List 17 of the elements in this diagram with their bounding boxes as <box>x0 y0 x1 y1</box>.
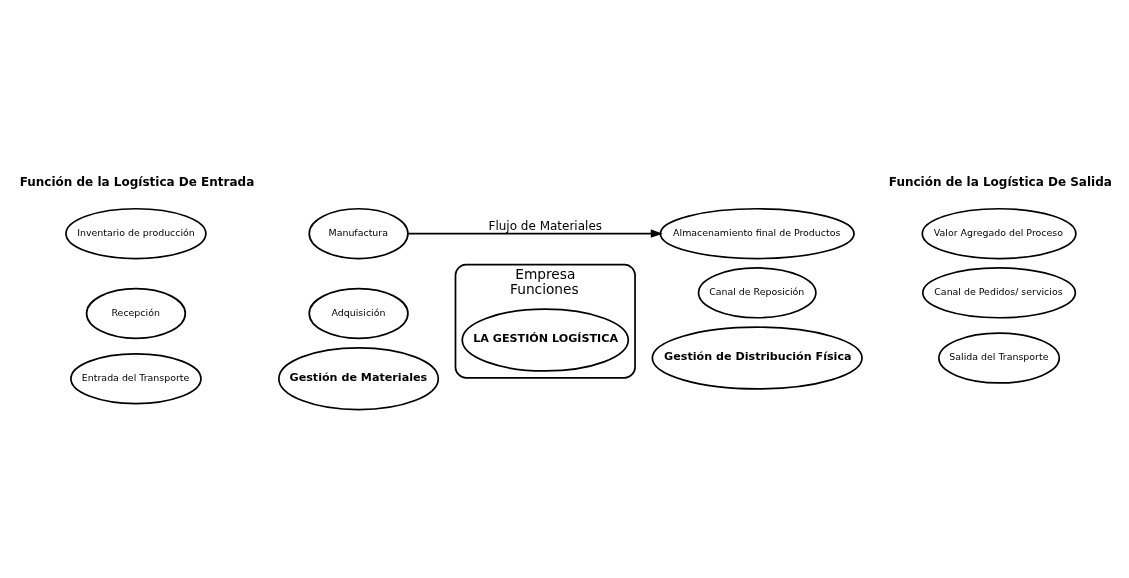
node-ellipse: Adquisición <box>308 287 409 340</box>
node-ellipse: Canal de Pedidos/ servicios <box>921 267 1077 319</box>
node-ellipse: Gestión de Distribución Física <box>651 326 863 390</box>
node-ellipse: Entrada del Transporte <box>70 352 202 405</box>
node-ellipse: Almacenamiento final de Productos <box>659 207 855 260</box>
node-ellipse: Recepción <box>85 287 187 340</box>
node-ellipse: Manufactura <box>308 207 409 260</box>
node-ellipse: Valor Agregado del Proceso <box>921 207 1077 260</box>
node-ellipse: Canal de Reposición <box>697 267 817 319</box>
label: Función de la Logística De Salida <box>888 175 1112 190</box>
node-ellipse: Inventario de producción <box>65 207 207 260</box>
node-ellipse: Salida del Transporte <box>938 332 1061 384</box>
node-ellipse: Gestión de Materiales <box>278 346 440 411</box>
node-ellipse: LA GESTIÓN LOGÍSTICA <box>461 308 630 372</box>
arrow <box>407 229 663 238</box>
label: Función de la Logística De Entrada <box>19 175 255 190</box>
edge-label: Flujo de Materiales <box>488 219 603 234</box>
